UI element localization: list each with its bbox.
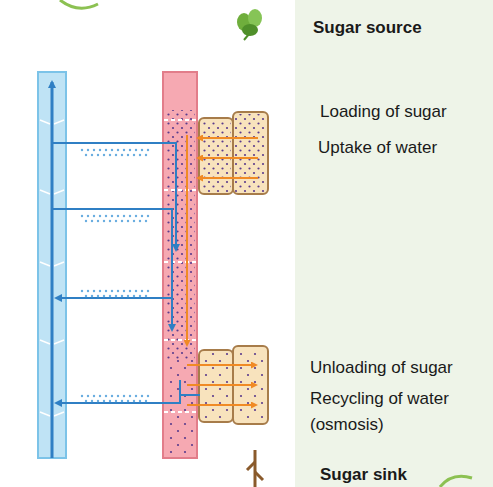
panel-background [0, 0, 295, 487]
phloem-sugar [165, 360, 195, 456]
region-heading: Sugar sink [320, 462, 480, 487]
cell-sugar [235, 114, 266, 192]
sugar-flow-arrows [187, 135, 258, 405]
process-label: Uptake of water [318, 135, 488, 161]
sieve-plates [164, 120, 196, 412]
source-cell [199, 118, 233, 194]
phloem-sugar [165, 110, 195, 360]
cycle-arrow [60, 0, 98, 8]
leaf-icon [237, 9, 262, 40]
process-label: Unloading of sugar [310, 355, 490, 381]
xylem-vessel [38, 72, 66, 458]
root-icon [247, 450, 263, 487]
process-label: Recycling of water (osmosis) [310, 386, 485, 438]
water-flow-arrows [52, 143, 200, 403]
region-heading: Sugar source [313, 15, 483, 41]
cycle-arrow [440, 476, 472, 487]
cell-sugar [201, 120, 231, 192]
xylem-flow-arrow [51, 82, 54, 458]
process-label: Loading of sugar [320, 99, 490, 125]
water-molecules [82, 150, 154, 401]
source-cell [233, 112, 268, 194]
